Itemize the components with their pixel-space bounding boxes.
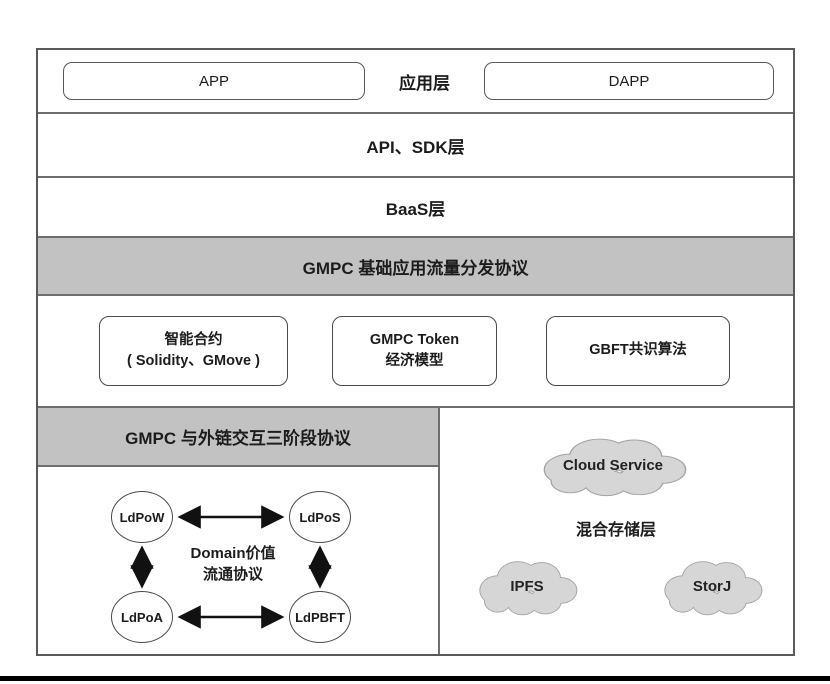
components-row: 智能合约 ( Solidity、GMove ) GMPC Token 经济模型 … — [38, 294, 793, 406]
gbft-box: GBFT共识算法 — [546, 316, 730, 386]
interaction-protocol-header: GMPC 与外链交互三阶段协议 — [38, 408, 438, 467]
application-layer-label: 应用层 — [399, 73, 450, 93]
api-sdk-layer-row: API、SDK层 — [38, 112, 793, 176]
interaction-protocol-title: GMPC 与外链交互三阶段协议 — [125, 429, 351, 448]
architecture-diagram: APP 应用层 DAPP API、SDK层 BaaS层 GMPC 基础应用流量分… — [36, 48, 795, 656]
gmpc-token-line1: GMPC Token — [369, 331, 460, 348]
gbft-line1: GBFT共识算法 — [589, 342, 687, 359]
node-ldpbft-label: LdPBFT — [295, 609, 345, 625]
consensus-nodes-body: LdPoW LdPoS LdPoA LdPBFT Domain价值 流通协议 — [38, 467, 438, 654]
baas-layer-label: BaaS层 — [385, 199, 446, 219]
cloud-service-label: Cloud Service — [562, 456, 664, 474]
dapp-box: DAPP — [484, 62, 774, 100]
domain-value-protocol-label: Domain价值 流通协议 — [161, 543, 305, 585]
bottom-section: GMPC 与外链交互三阶段协议 — [38, 406, 793, 654]
node-ldpos-label: LdPoS — [299, 509, 341, 525]
gmpc-flow-protocol-row: GMPC 基础应用流量分发协议 — [38, 236, 793, 294]
bottom-divider — [0, 676, 830, 681]
domain-label-line1: Domain价值 — [190, 545, 276, 562]
application-layer-row: APP 应用层 DAPP — [38, 50, 793, 112]
app-box: APP — [63, 62, 365, 100]
storage-panel: Cloud Service 混合存储层 — [440, 408, 793, 654]
node-ldpow: LdPoW — [111, 491, 173, 543]
app-box-label: APP — [198, 72, 229, 90]
consensus-arrows — [130, 505, 332, 629]
ipfs-cloud: IPFS — [472, 555, 582, 617]
baas-layer-row: BaaS层 — [38, 176, 793, 236]
smart-contract-box: 智能合约 ( Solidity、GMove ) — [99, 316, 288, 386]
node-ldpbft: LdPBFT — [289, 591, 351, 643]
hybrid-storage-label: 混合存储层 — [575, 522, 656, 539]
node-ldpow-label: LdPoW — [119, 509, 165, 525]
smart-contract-line2: ( Solidity、GMove ) — [127, 353, 260, 369]
cloud-service-cloud: Cloud Service — [533, 432, 693, 498]
node-ldpos: LdPoS — [289, 491, 351, 543]
interaction-protocol-panel: GMPC 与外链交互三阶段协议 — [38, 408, 440, 654]
node-ldpoa: LdPoA — [111, 591, 173, 643]
cloud-icon — [543, 438, 687, 497]
smart-contract-line1: 智能合约 — [164, 331, 223, 348]
node-ldpoa-label: LdPoA — [121, 609, 163, 625]
domain-label-line2: 流通协议 — [202, 566, 263, 583]
dapp-box-label: DAPP — [608, 72, 650, 90]
storj-label: StorJ — [692, 577, 732, 595]
cloud-icon — [479, 561, 578, 616]
gmpc-flow-protocol-label: GMPC 基础应用流量分发协议 — [302, 258, 529, 278]
ipfs-label: IPFS — [510, 577, 544, 595]
cloud-icon — [664, 561, 763, 616]
gmpc-token-box: GMPC Token 经济模型 — [332, 316, 497, 386]
api-sdk-layer-label: API、SDK层 — [366, 137, 465, 157]
storj-cloud: StorJ — [657, 555, 767, 617]
gmpc-token-line2: 经济模型 — [385, 353, 444, 369]
